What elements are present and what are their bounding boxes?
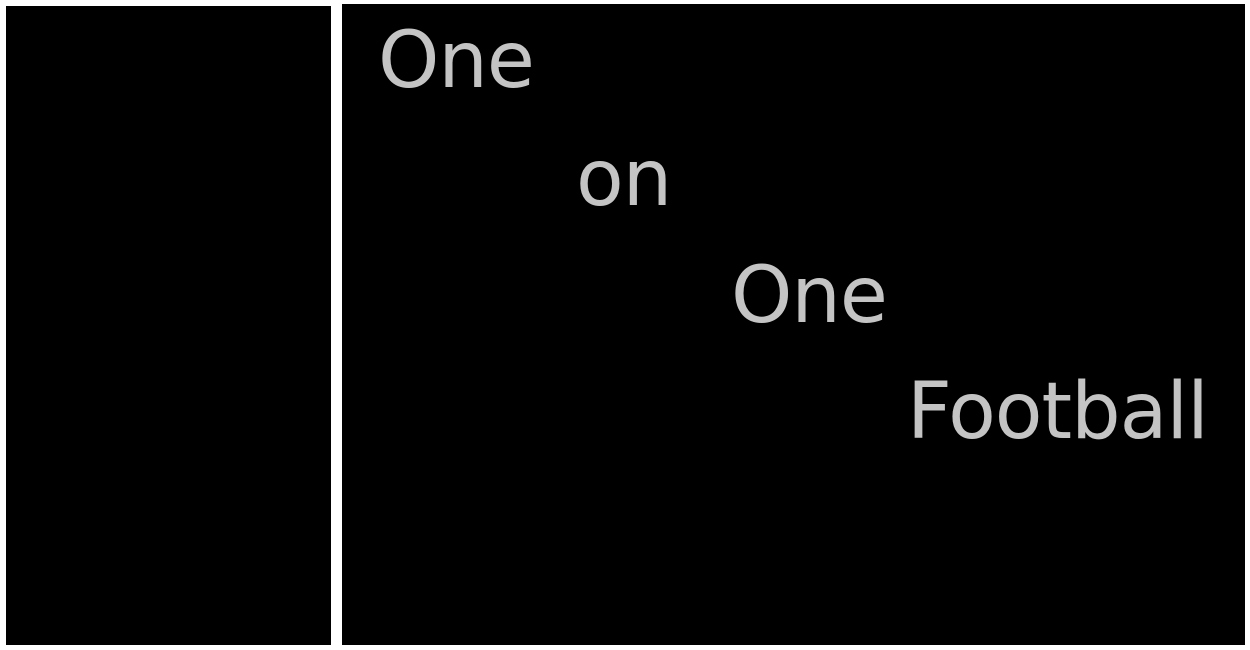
title-word-football: Football xyxy=(907,367,1209,457)
right-black-panel xyxy=(342,4,1245,645)
title-word-one-second: One xyxy=(731,251,888,341)
title-word-one: One xyxy=(378,16,535,106)
title-word-on: on xyxy=(576,134,672,224)
left-black-panel xyxy=(6,6,331,645)
